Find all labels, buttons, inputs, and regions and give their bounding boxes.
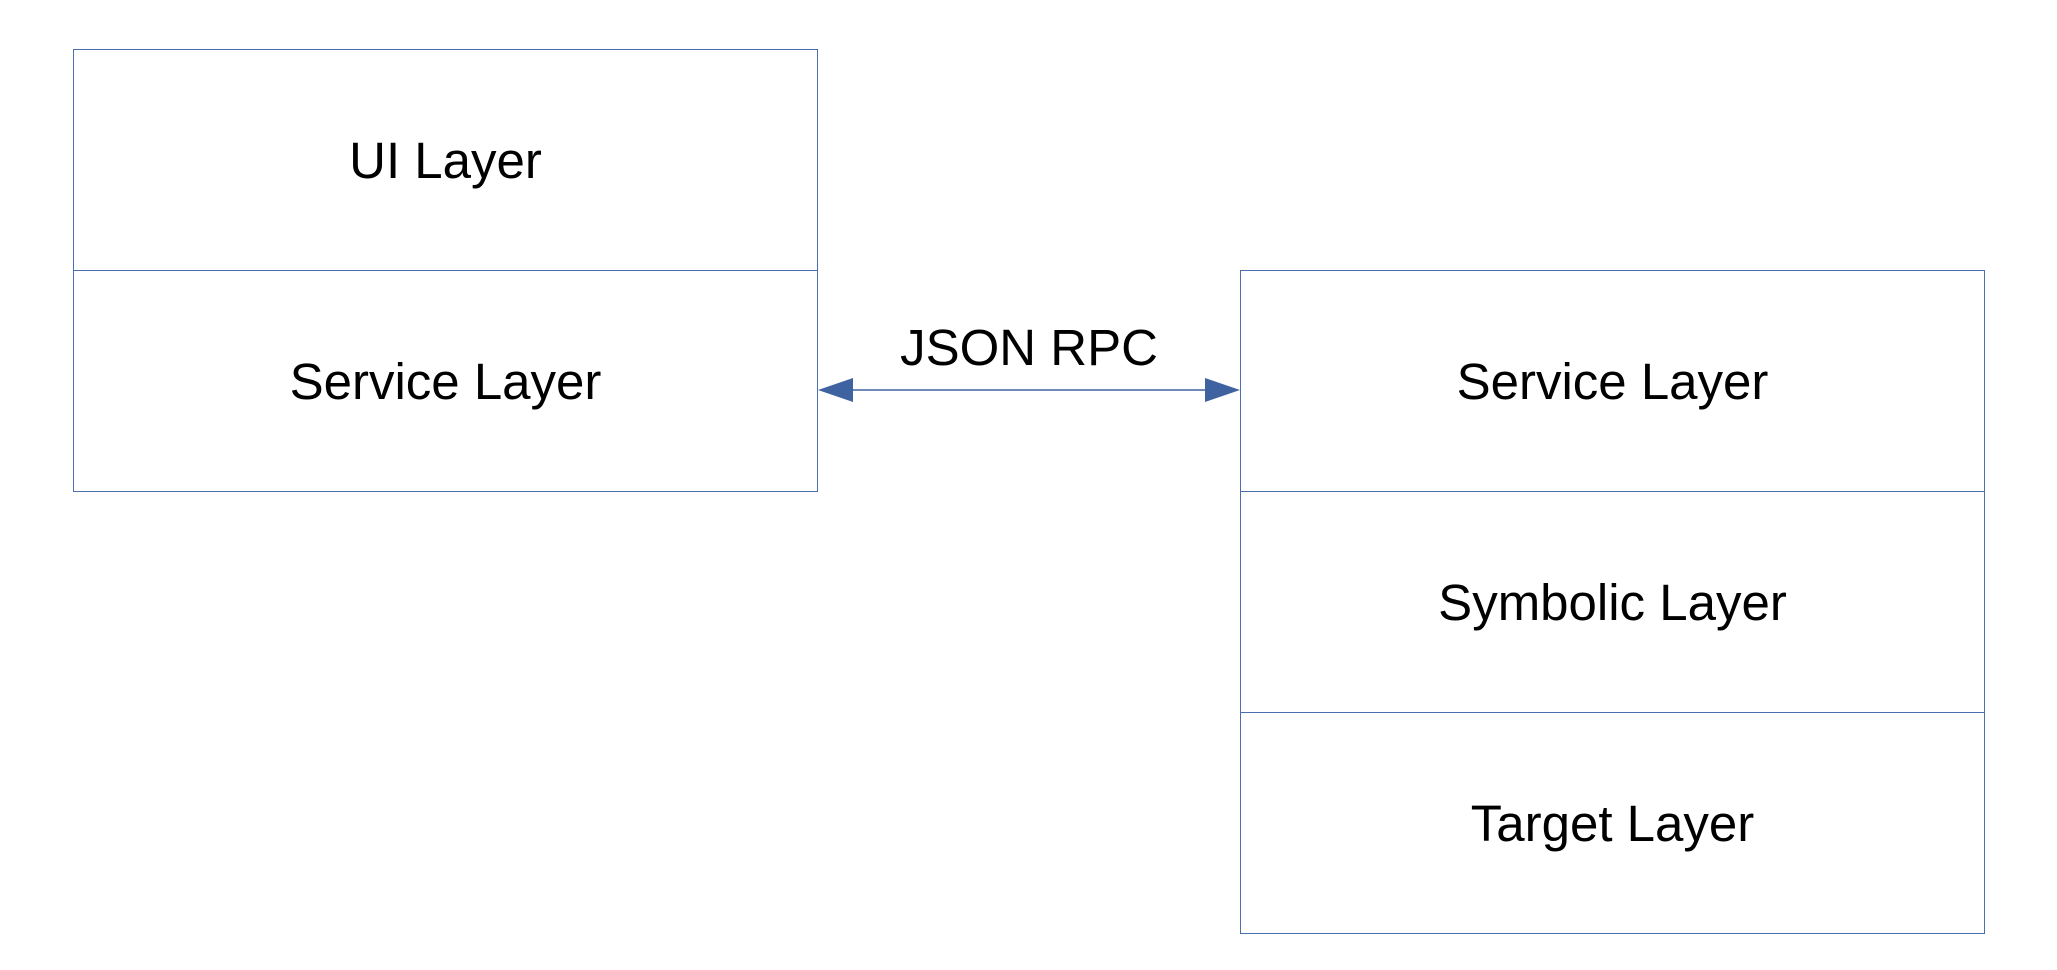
arrowhead-right-icon [1205,378,1240,402]
connector-label: JSON RPC [900,319,1158,376]
client-service-layer-label: Service Layer [289,352,602,410]
client-ui-layer-box: UI Layer [73,49,818,271]
server-service-layer-box: Service Layer [1240,270,1985,492]
server-target-layer-label: Target Layer [1470,794,1755,852]
server-symbolic-layer-box: Symbolic Layer [1240,491,1985,713]
server-target-layer-box: Target Layer [1240,712,1985,934]
client-ui-layer-label: UI Layer [349,131,542,189]
arrowhead-left-icon [818,378,853,402]
server-service-layer-label: Service Layer [1456,352,1769,410]
client-service-layer-box: Service Layer [73,270,818,492]
server-symbolic-layer-label: Symbolic Layer [1438,573,1787,631]
